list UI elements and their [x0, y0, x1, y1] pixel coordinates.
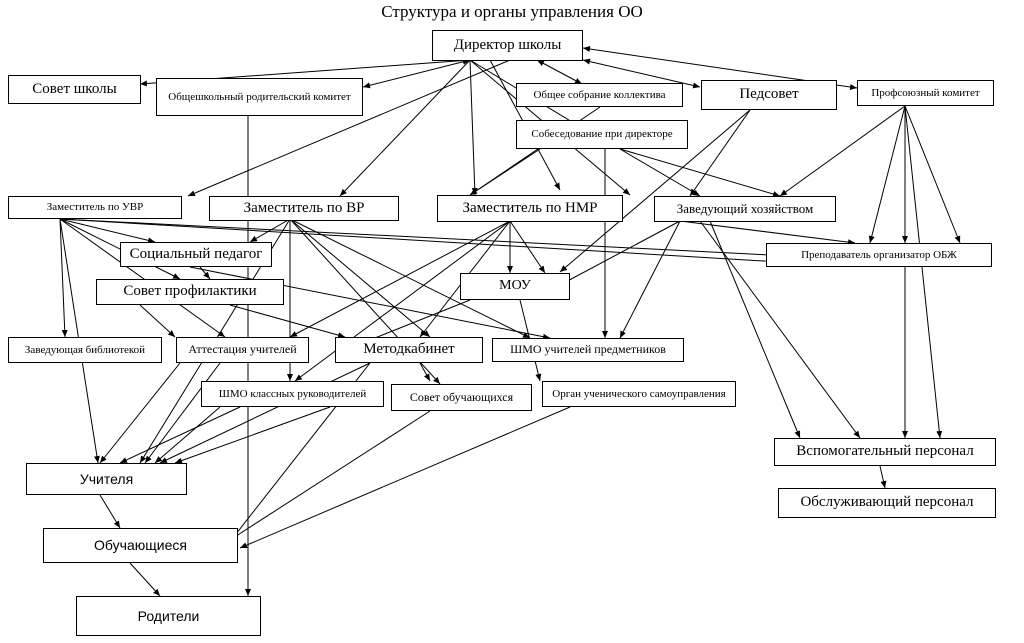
connector-arrow — [154, 406, 221, 464]
connector-arrow — [239, 406, 571, 549]
connector-arrow — [294, 220, 511, 382]
connector-arrow — [469, 148, 541, 196]
node-deputy-uvr: Заместитель по УВР — [8, 196, 182, 219]
connector-arrow — [339, 59, 471, 197]
connector-arrow — [879, 465, 887, 489]
connector-arrow — [469, 59, 478, 196]
connector-arrow — [99, 362, 181, 464]
node-pedsovet: Педсовет — [701, 80, 837, 110]
connector-arrow — [559, 220, 681, 286]
connector-arrow — [59, 218, 781, 265]
connector-arrow — [229, 410, 431, 541]
connector-arrow — [419, 362, 431, 382]
connector-arrow — [868, 105, 906, 244]
connector-arrow — [289, 218, 431, 338]
connector-arrow — [129, 562, 161, 597]
connector-arrow — [189, 266, 551, 340]
node-deputy-nmr: Заместитель по НМР — [437, 195, 623, 222]
connector-arrow — [159, 362, 371, 464]
connector-arrow — [689, 109, 751, 197]
node-prevention: Совет профилактики — [96, 279, 284, 305]
node-director: Директор школы — [432, 30, 583, 61]
connector-arrow — [619, 148, 701, 197]
connector-arrow — [779, 105, 906, 197]
node-general-meeting: Общее собрание коллектива — [516, 83, 683, 107]
node-support-staff: Вспомогательный персонал — [774, 438, 996, 466]
connector-arrow — [229, 304, 346, 339]
connector-arrow — [699, 220, 861, 439]
node-supply-head: Заведующий хозяйством — [654, 196, 836, 222]
connector-arrow — [174, 406, 331, 464]
node-teachers: Учителя — [26, 463, 187, 495]
connector-arrow — [289, 220, 511, 338]
connector-arrow — [679, 220, 856, 246]
connector-arrow — [709, 220, 801, 439]
connector-arrow — [509, 220, 546, 274]
connector-arrow — [139, 304, 176, 338]
connector-arrow — [249, 218, 291, 243]
node-student-gov: Орган ученического самоуправления — [542, 381, 736, 407]
node-council: Совет школы — [8, 75, 141, 104]
node-service-staff: Обслуживающий персонал — [778, 488, 996, 518]
connector-arrow — [619, 220, 681, 339]
connector-arrow — [536, 59, 583, 85]
node-students: Обучающиеся — [43, 528, 238, 563]
node-library: Заведующая библиотекой — [8, 337, 162, 363]
node-mou: МОУ — [460, 273, 570, 300]
node-union: Профсоюзный комитет — [857, 80, 994, 106]
connector-arrow — [904, 105, 943, 439]
node-parent-committee: Общешкольный родительский комитет — [156, 78, 363, 116]
connector-arrow — [362, 58, 471, 89]
node-interview: Собеседование при директоре — [516, 120, 688, 149]
connector-arrow — [289, 218, 531, 339]
node-obzh: Преподаватель организатор ОБЖ — [766, 243, 992, 267]
connector-arrow — [119, 406, 241, 464]
connector-arrow — [144, 362, 221, 464]
node-students-council: Совет обучающихся — [391, 384, 532, 411]
node-shmo-class: ШМО классных руководителей — [201, 381, 384, 407]
connector-arrow — [904, 105, 961, 244]
connector-arrow — [559, 109, 751, 273]
connector-arrow — [59, 218, 226, 338]
connector-arrow — [619, 148, 781, 197]
node-social-teacher: Социальный педагог — [120, 242, 272, 267]
node-methodcab: Методкабинет — [335, 337, 483, 363]
node-deputy-vr: Заместитель по ВР — [209, 196, 399, 221]
connector-arrow — [99, 494, 121, 529]
node-parents: Родители — [76, 596, 261, 636]
connector-arrow — [59, 218, 791, 259]
diagram-title: Структура и органы управления ОО — [381, 2, 643, 21]
node-shmo-subject: ШМО учителей предметников — [492, 338, 684, 362]
connector-arrow — [59, 218, 156, 244]
connector-arrow — [59, 218, 68, 338]
node-attestation: Аттестация учителей — [176, 337, 309, 363]
connector-arrow — [187, 59, 511, 197]
